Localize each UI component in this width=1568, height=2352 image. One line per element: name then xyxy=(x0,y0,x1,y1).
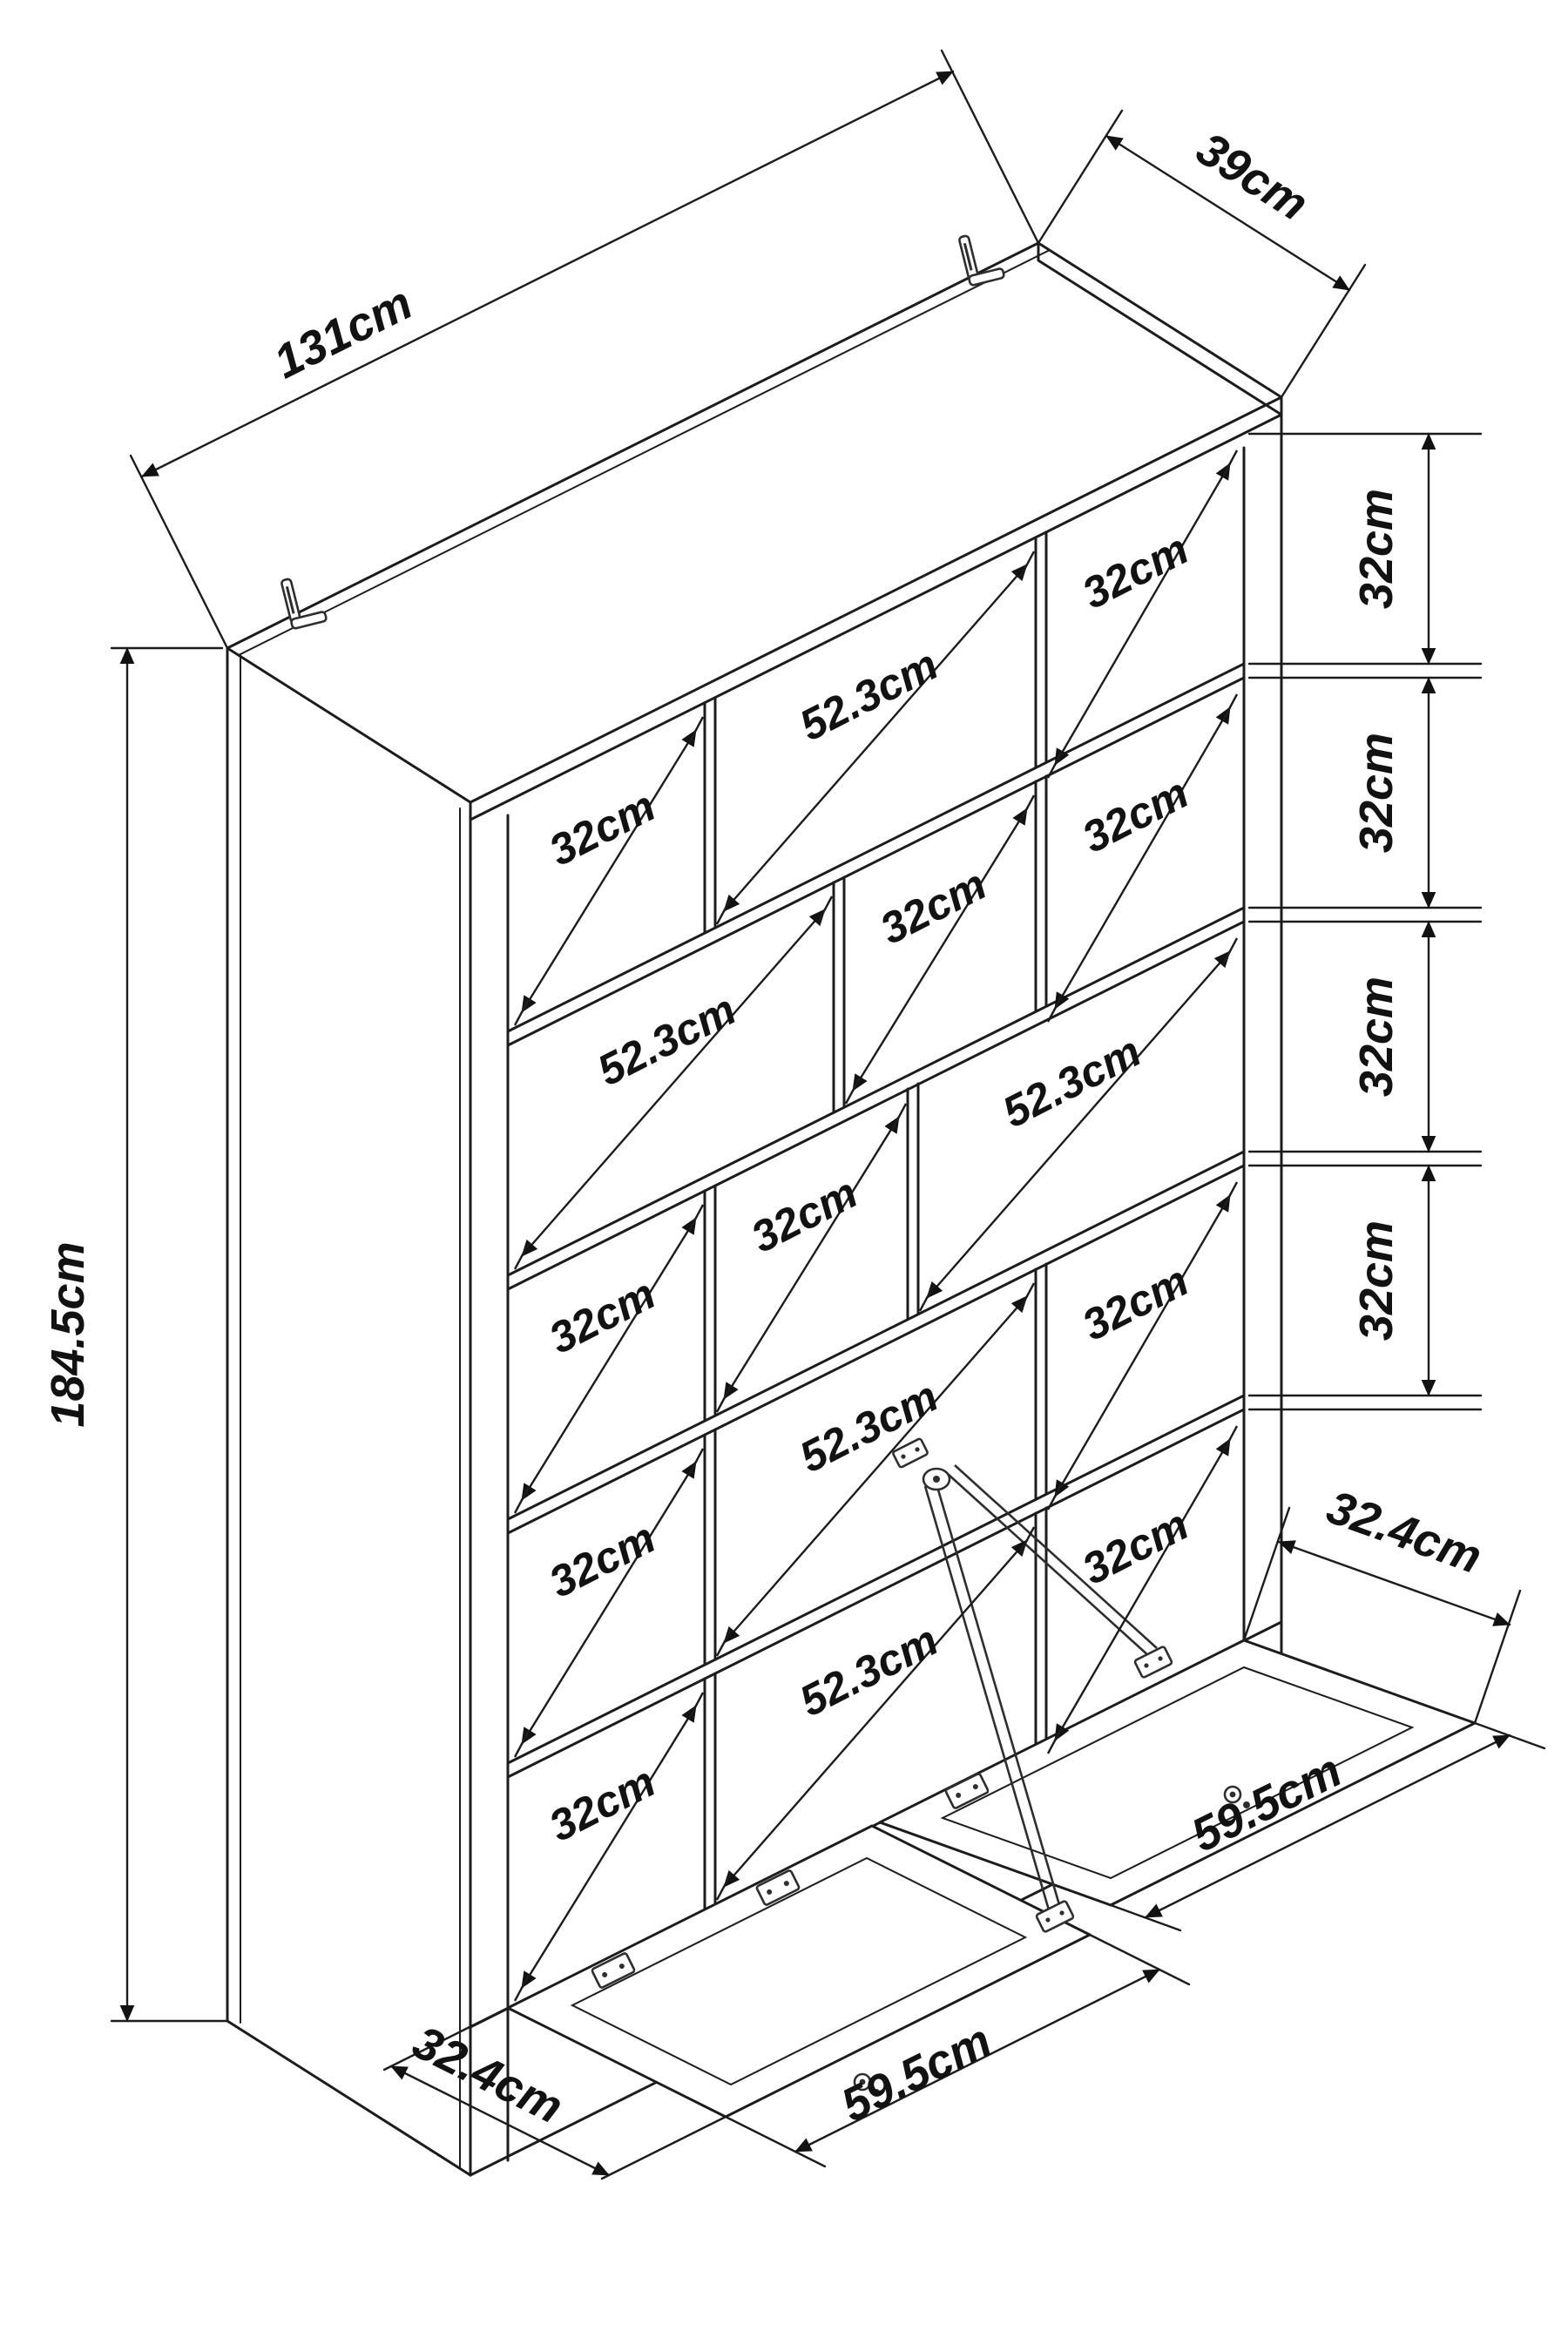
label-shelf-height: 32cm xyxy=(1350,489,1402,609)
label-depth: 39cm xyxy=(1187,123,1317,232)
dim-width xyxy=(129,49,1040,650)
compartment-label: 32cm xyxy=(1075,1256,1196,1350)
wall-bracket-icons xyxy=(280,234,1005,630)
compartment-label: 32cm xyxy=(744,1168,865,1262)
compartment-label: 52.3cm xyxy=(792,1371,946,1482)
label-shelf-height: 32cm xyxy=(1350,733,1402,853)
dim-depth xyxy=(1037,109,1367,399)
dim-doors xyxy=(382,1506,1546,2180)
label-shelf-height: 32cm xyxy=(1350,1220,1402,1341)
dim-height xyxy=(110,646,229,2023)
wall-bracket-icon xyxy=(280,578,328,630)
compartment-label: 32cm xyxy=(542,781,663,875)
stay-plate-right-door xyxy=(1133,1646,1173,1679)
compartment-label: 32cm xyxy=(542,1757,663,1851)
left-side-panel xyxy=(226,646,472,2177)
dividers xyxy=(703,531,1048,1910)
label-left-door-depth: 32.4cm xyxy=(405,2016,571,2133)
dimension-labels: 131cm 39cm 184.5cm 32cm 32cm 32cm 32cm 3… xyxy=(42,123,1488,2134)
label-width: 131cm xyxy=(266,277,420,389)
compartment-label: 52.3cm xyxy=(792,639,946,750)
label-right-door-depth: 32.4cm xyxy=(1321,1481,1489,1584)
compartment-label: 52.3cm xyxy=(995,1026,1149,1137)
compartment-label: 32cm xyxy=(1075,524,1196,618)
compartment-label: 32cm xyxy=(542,1269,663,1363)
compartment-label: 52.3cm xyxy=(792,1615,946,1726)
stay-plate-left-door xyxy=(1035,1900,1075,1933)
dim-shelf-heights xyxy=(1247,432,1483,1411)
compartment-label: 52.3cm xyxy=(590,984,744,1095)
label-shelf-height: 32cm xyxy=(1350,977,1402,1097)
compartment-label: 32cm xyxy=(873,860,994,954)
wall-bracket-icon xyxy=(958,234,1005,287)
dim-compartments xyxy=(513,449,1239,2003)
compartment-label: 32cm xyxy=(1075,1500,1196,1594)
compartment-label: 32cm xyxy=(1075,768,1196,862)
compartment-label: 32cm xyxy=(542,1513,663,1607)
label-height: 184.5cm xyxy=(42,1241,94,1427)
right-door-open xyxy=(878,1639,1477,1907)
dimension-lines xyxy=(110,49,1546,2180)
